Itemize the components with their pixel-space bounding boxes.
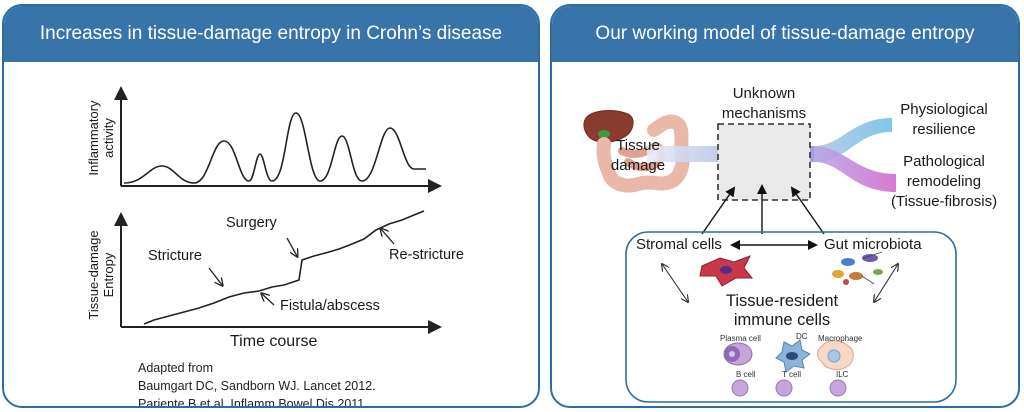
unknown-line1: Unknown [732,85,796,102]
pathological-line3: (Tissue-fibrosis) [890,193,998,210]
fistula-label: Fistula/abscess [280,298,380,314]
gallbladder-icon [598,130,610,138]
citation-line3: Pariente B,et al. Inflamm Bowel Dis 2011 [138,397,365,408]
bottom-x-axis-arrow [428,320,442,334]
intestine-icon [596,114,690,193]
tissue-damage-line2: damage [610,157,666,174]
top-y-axis-label: Inflammatory activity [86,88,118,188]
b-cell-icon [731,379,749,397]
bottom-ylabel-line1: Tissue-damage [86,230,101,320]
right-panel-title: Our working model of tissue-damage entro… [552,6,1018,62]
remodeling-flow [814,146,896,192]
immune-line2: immune cells [733,311,831,329]
dc-icon [775,339,811,373]
physiological-line1: Physiological [900,101,988,118]
arrow-stromal-to-box [701,186,736,235]
physiological-line2: resilience [912,121,976,138]
fistula-arrow [262,294,275,306]
left-panel: Increases in tissue-damage entropy in Cr… [2,4,540,408]
bottom-ylabel-line2: Entropy [101,252,116,298]
unknown-line2: mechanisms [721,105,807,122]
right-panel: Our working model of tissue-damage entro… [550,4,1020,408]
left-side-arrow [662,264,688,302]
unknown-mechanisms-box [717,123,811,201]
plasma-cell-icon [723,342,753,366]
arrow-microbiota-to-box [790,186,825,235]
stricture-label: Stricture [148,248,202,264]
microbiota-icon [832,251,883,285]
liver-icon [583,110,634,143]
citation-line2: Baumgart DC, Sandborn WJ. Lancet 2012. [138,379,376,393]
unknown-mechanisms-label: Unknown mechanisms [714,84,814,124]
left-panel-title: Increases in tissue-damage entropy in Cr… [4,6,538,62]
plasma-cell-label: Plasma cell [720,334,761,343]
citation: Adapted from Baumgart DC, Sandborn WJ. L… [138,359,376,408]
immune-cells-label: Tissue-resident immune cells [702,292,862,330]
tissue-damage-label: Tissue damage [602,136,674,176]
immune-line1: Tissue-resident [725,292,839,310]
top-y-axis-arrow [114,86,128,100]
time-course-label: Time course [230,333,318,350]
right-side-arrow [874,264,898,302]
t-cell-label: T cell [782,370,801,379]
organ-illustration [583,110,690,193]
crohns-charts [114,86,442,334]
pathological-line1: Pathological [903,153,985,170]
physiological-resilience-label: Physiological resilience [884,100,1004,140]
gut-microbiota-label: Gut microbiota [824,236,922,253]
pathological-line2: remodeling [906,173,982,190]
inflammatory-activity-curve [123,112,426,184]
macrophage-icon [817,340,854,370]
microenvironment-box [625,231,957,403]
re-stricture-arrow [381,229,395,245]
pathological-remodeling-label: Pathological remodeling (Tissue-fibrosis… [874,152,1014,212]
surgery-label: Surgery [226,215,277,231]
bottom-y-axis-label: Tissue-damage Entropy [86,225,118,325]
ilc-label: ILC [836,370,849,379]
top-ylabel-line1: Inflammatory [86,100,101,176]
citation-line1: Adapted from [138,361,214,375]
stromal-cells-label: Stromal cells [636,236,722,253]
dc-label: DC [796,332,808,341]
surgery-arrow [286,237,297,256]
bottom-y-axis-arrow [114,212,128,226]
stricture-arrow [208,267,222,285]
macrophage-label: Macrophage [818,334,863,343]
re-stricture-label: Re-stricture [389,247,464,263]
top-ylabel-line2: activity [101,118,116,158]
ilc-icon [829,379,847,397]
t-cell-icon [775,379,793,397]
b-cell-label: B cell [736,370,756,379]
tissue-damage-line1: Tissue [616,137,660,154]
top-x-axis-arrow [428,179,442,193]
working-model-diagram [583,110,957,403]
